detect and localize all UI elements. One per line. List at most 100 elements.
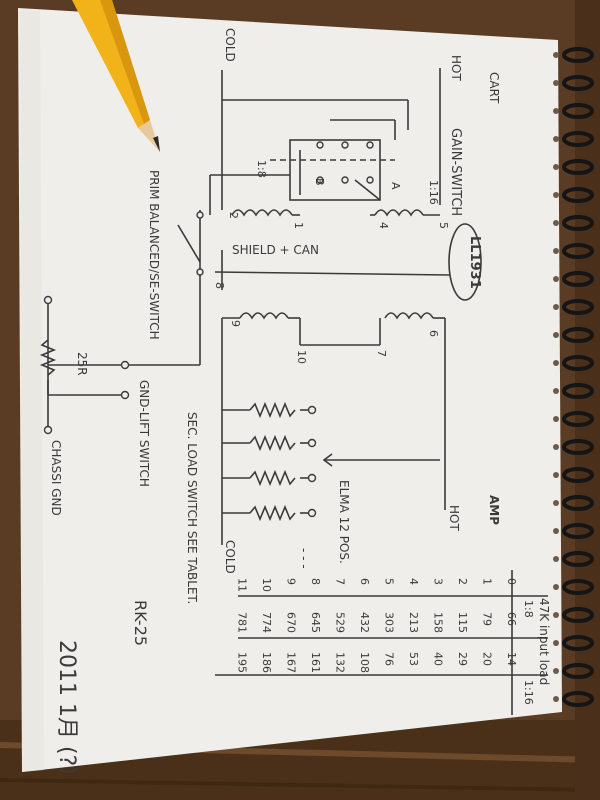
spiral-ring	[562, 635, 594, 651]
table-cell: 8	[309, 578, 322, 585]
table-cell: 4	[407, 578, 420, 585]
cold-left-label: COLD	[223, 28, 237, 62]
spiral-ring	[562, 663, 594, 679]
date-note: 2011 1月 (?)	[54, 640, 79, 775]
table-cell: 14	[505, 652, 518, 666]
table-cell: 774	[260, 612, 273, 633]
spiral-ring	[562, 383, 594, 399]
spiral-hole	[553, 416, 559, 422]
signature: RK-25	[131, 600, 150, 646]
table-cell: 645	[309, 612, 322, 633]
spiral-ring	[562, 131, 594, 147]
table-cell: 781	[236, 612, 249, 633]
spiral-hole	[553, 360, 559, 366]
spiral-hole	[553, 220, 559, 226]
table-cell: 40	[432, 652, 445, 666]
hot-right-label: HOT	[447, 505, 461, 531]
schematic-lines	[39, 68, 548, 715]
pin-6: 6	[427, 330, 440, 337]
spiral-hole	[553, 388, 559, 394]
spiral-hole	[553, 80, 559, 86]
spiral-ring	[562, 411, 594, 427]
table-cell: 186	[260, 652, 273, 673]
table-cell: 529	[334, 612, 347, 633]
table-cell: 11	[236, 578, 249, 592]
ratio-1-8-label: 1:8	[255, 160, 268, 178]
table-cell: 3	[432, 578, 445, 585]
schematic-text: CART HOT COLD GAIN-SWITCH 1:8 1:16 A B L…	[49, 28, 501, 775]
table-cell: 79	[481, 612, 494, 626]
spiral-hole	[553, 500, 559, 506]
table-cell: 66	[505, 612, 518, 626]
spiral-hole	[553, 584, 559, 590]
table-cell: 132	[334, 652, 347, 673]
spiral-hole	[553, 332, 559, 338]
transformer-model-ring	[448, 223, 482, 301]
cold-right-label: COLD	[223, 540, 237, 574]
spiral-ring	[562, 103, 594, 119]
spiral-hole	[553, 276, 559, 282]
spiral-hole	[553, 52, 559, 58]
table-cell: 76	[383, 652, 396, 666]
spiral-hole	[553, 640, 559, 646]
table-cell: 303	[383, 612, 396, 633]
spiral-ring	[562, 607, 594, 623]
spiral-hole	[553, 192, 559, 198]
pin-4: 4	[377, 222, 390, 229]
spiral-hole	[553, 696, 559, 702]
spiral-ring	[562, 187, 594, 203]
spiral-hole	[553, 472, 559, 478]
pin-1: 1	[292, 222, 305, 229]
table-cell: 7	[334, 578, 347, 585]
spiral-hole	[553, 612, 559, 618]
spiral-ring	[562, 355, 594, 371]
spiral-ring	[562, 467, 594, 483]
spiral-ring	[562, 495, 594, 511]
table-cell: 29	[456, 652, 469, 666]
amp-label: AMP	[487, 495, 501, 525]
table-header-cell: 1:16	[522, 680, 535, 705]
pin-5: 5	[437, 222, 450, 229]
table-cell: 161	[309, 652, 322, 673]
spiral-ring	[562, 159, 594, 175]
table-cell: 213	[407, 612, 420, 633]
table-cell: 108	[358, 652, 371, 673]
spiral-hole	[553, 248, 559, 254]
prim-switch-label: PRIM BALANCED/SE-SWITCH	[147, 170, 161, 340]
spiral-ring	[562, 47, 594, 63]
position-a-label: A	[389, 182, 402, 190]
resistor-25r-label: 25R	[75, 352, 89, 376]
pin-2: 2	[227, 212, 240, 219]
table-cell: 115	[456, 612, 469, 633]
dashes-label: - - -	[297, 548, 311, 569]
hot-left-label: HOT	[449, 55, 463, 81]
table-cell: 2	[456, 578, 469, 585]
table-cell: 0	[505, 578, 518, 585]
table-cell: 10	[260, 578, 273, 592]
spiral-ring	[562, 75, 594, 91]
spiral-ring	[562, 271, 594, 287]
spiral-hole	[553, 556, 559, 562]
spiral-hole	[553, 528, 559, 534]
gain-switch-label: GAIN-SWITCH	[448, 128, 463, 216]
spiral-hole	[553, 108, 559, 114]
table-cell: 5	[383, 578, 396, 585]
spiral-ring	[562, 523, 594, 539]
table-cell: 6	[358, 578, 371, 585]
spiral-ring	[562, 439, 594, 455]
spiral-hole	[553, 444, 559, 450]
transformer-model-label: LL1931	[467, 236, 482, 289]
table-cell: 158	[432, 612, 445, 633]
spiral-ring	[562, 215, 594, 231]
spiral-hole	[553, 164, 559, 170]
spiral-hole	[553, 136, 559, 142]
pin-10: 10	[295, 350, 308, 364]
table-cell: 9	[285, 578, 298, 585]
spiral-ring	[562, 579, 594, 595]
table-cell: 167	[285, 652, 298, 673]
spiral-ring	[562, 243, 594, 259]
load-table: 47K input load 1:81:16066141792021152931…	[236, 578, 552, 705]
table-rows: 1:81:16066141792021152931584042135353037…	[236, 578, 536, 705]
pencil	[72, 0, 160, 152]
